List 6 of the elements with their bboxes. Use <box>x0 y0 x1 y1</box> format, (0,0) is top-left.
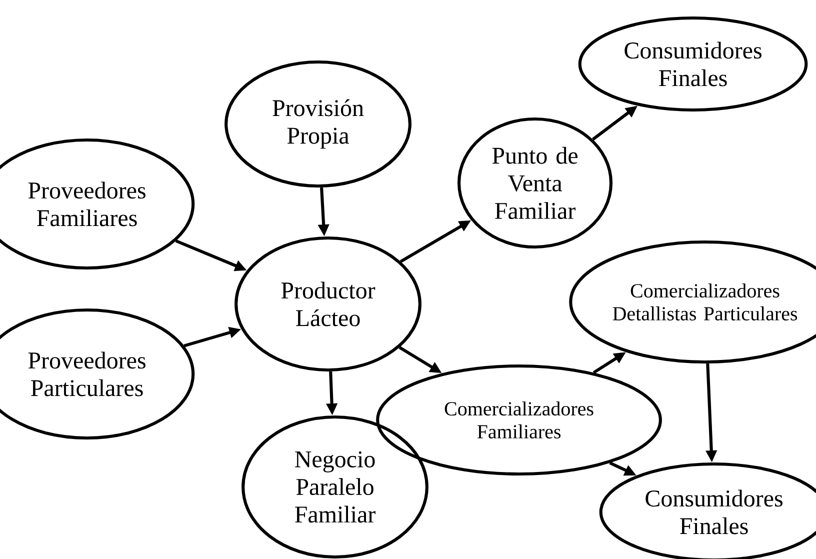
oval-node: Provisión Propia <box>224 60 412 188</box>
oval-node: Productor Lácteo <box>234 236 422 372</box>
oval-node: Consumidores Finales <box>578 16 808 112</box>
oval-node: Negocio Paralelo Familiar <box>242 415 428 559</box>
oval-node: Comercializadores Familiares <box>376 364 662 476</box>
oval-node: Punto de Venta Familiar <box>457 117 613 249</box>
